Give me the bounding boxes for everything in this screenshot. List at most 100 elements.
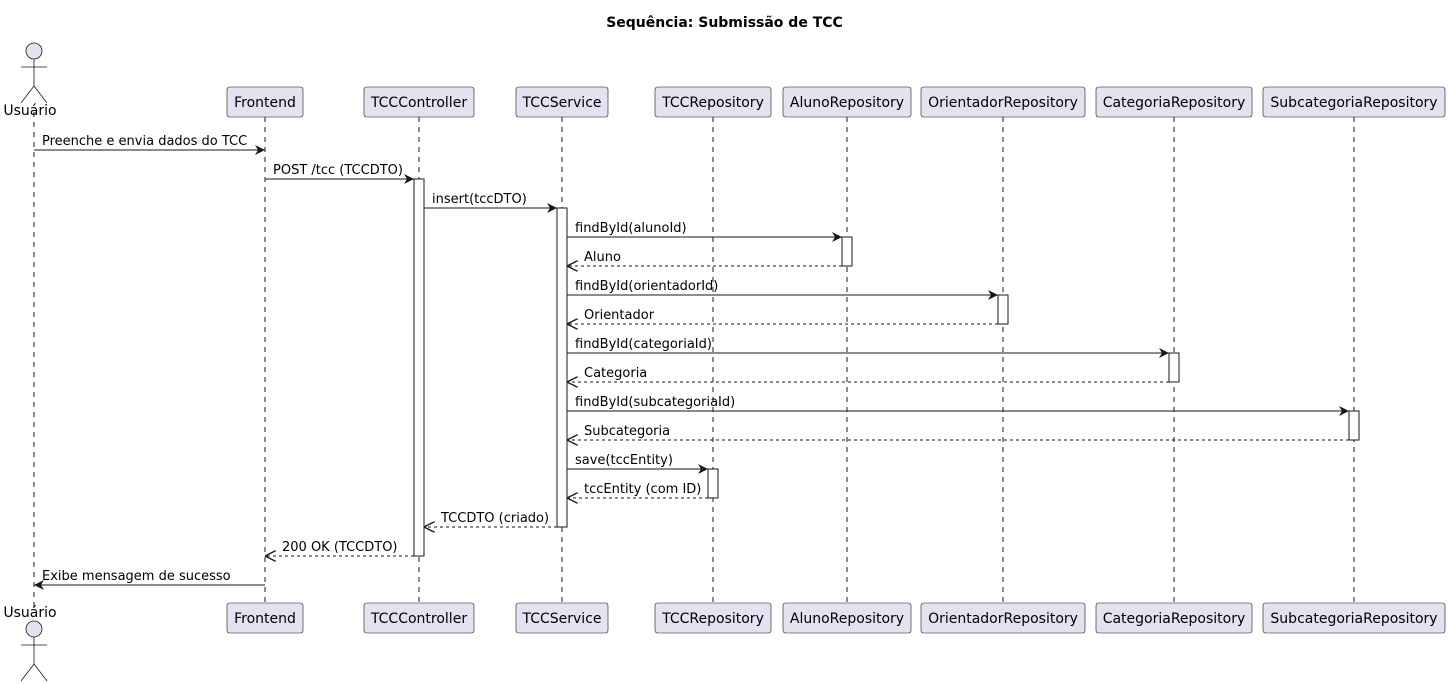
participant-orientadorrepo-bottom: OrientadorRepository	[920, 602, 1086, 634]
participant-box	[654, 86, 772, 118]
participant-controller-bottom: TCCController	[363, 602, 475, 634]
activation-categoriarepo	[1168, 352, 1180, 383]
participant-label: TCCController	[370, 95, 467, 111]
participant-service-bottom: TCCService	[515, 602, 609, 634]
participant-subcategoriarepo-top: SubcategoriaRepository	[1262, 86, 1446, 118]
participant-label: TCCService	[521, 611, 601, 627]
message-label: Aluno	[584, 250, 621, 265]
participant-feet: Frontend TCCController TCCService TCCReposi…	[3, 602, 1446, 682]
participant-label: OrientadorRepository	[928, 611, 1078, 627]
message-200-ok-tccdto: 200 OK (TCCDTO)	[265, 540, 414, 556]
actor-usuario-top: Usuário	[3, 42, 57, 119]
participant-frontend-bottom: Frontend	[226, 602, 304, 634]
message-label: Categoria	[584, 366, 647, 381]
participant-heads: Frontend TCCController TCCService TCCReposi…	[3, 42, 1446, 119]
activation-alunorepo	[841, 236, 853, 267]
message-label: POST /tcc (TCCDTO)	[273, 163, 403, 178]
participant-label: TCCController	[370, 611, 467, 627]
messages: Preenche e envia dados do TCC POST /tcc (…	[34, 134, 1349, 590]
activation-subcategoriarepo	[1348, 410, 1360, 441]
message-categoria: Categoria	[567, 366, 1169, 382]
participant-label: TCCService	[521, 95, 601, 111]
message-post-tcc-tccdto: POST /tcc (TCCDTO)	[265, 163, 414, 184]
participant-box	[782, 86, 912, 118]
message-exibe-mensagem-de-sucesso: Exibe mensagem de sucesso	[34, 569, 265, 590]
participant-box	[1095, 86, 1253, 118]
participant-tccrepo-top: TCCRepository	[654, 86, 772, 118]
actor-stick-figure-icon	[20, 620, 48, 682]
activation-controller	[413, 178, 425, 557]
participant-label: SubcategoriaRepository	[1270, 95, 1437, 111]
message-findbyid-alunoid: findById(alunoId)	[567, 221, 842, 242]
participant-label: Frontend	[234, 95, 296, 111]
participant-box	[226, 86, 304, 118]
participant-subcategoriarepo-bottom: SubcategoriaRepository	[1262, 602, 1446, 634]
participant-box	[226, 602, 304, 634]
actor-stick-figure-icon	[20, 42, 48, 104]
message-subcategoria: Subcategoria	[567, 424, 1349, 440]
message-label: 200 OK (TCCDTO)	[282, 540, 398, 555]
participant-frontend-top: Frontend	[226, 86, 304, 118]
participant-categoriarepo-top: CategoriaRepository	[1095, 86, 1253, 118]
actor-label: Usuário	[3, 605, 56, 621]
message-label: tccEntity (com ID)	[584, 482, 701, 497]
lifelines	[33, 112, 1355, 608]
activation-tccrepo	[707, 468, 719, 499]
activation-bars	[413, 178, 1360, 557]
message-aluno: Aluno	[567, 250, 842, 266]
message-preenche-e-envia-dados-do-tcc: Preenche e envia dados do TCC	[34, 134, 265, 155]
message-save-tccentity: save(tccEntity)	[567, 453, 708, 474]
message-findbyid-categoriaid: findById(categoriaId)	[567, 337, 1169, 358]
participant-alunorepo-top: AlunoRepository	[782, 86, 912, 118]
participant-box	[1095, 602, 1253, 634]
participant-orientadorrepo-top: OrientadorRepository	[920, 86, 1086, 118]
actor-label: Usuário	[3, 103, 56, 119]
message-findbyid-subcategoriaid: findById(subcategoriaId)	[567, 395, 1349, 416]
participant-box	[363, 602, 475, 634]
actor-usuario-bottom: Usuário	[3, 605, 57, 682]
participant-label: CategoriaRepository	[1103, 611, 1246, 627]
message-findbyid-orientadorid: findById(orientadorId)	[567, 279, 998, 300]
message-label: findById(categoriaId)	[575, 337, 712, 352]
participant-box	[1262, 86, 1446, 118]
participant-box	[654, 602, 772, 634]
message-label: Exibe mensagem de sucesso	[42, 569, 231, 584]
message-label: Subcategoria	[584, 424, 670, 439]
participant-label: AlunoRepository	[790, 95, 904, 111]
participant-box	[515, 602, 609, 634]
message-label: Preenche e envia dados do TCC	[42, 134, 247, 149]
participant-categoriarepo-bottom: CategoriaRepository	[1095, 602, 1253, 634]
message-tccentity-com-id: tccEntity (com ID)	[567, 482, 708, 498]
participant-label: Frontend	[234, 611, 296, 627]
participant-label: CategoriaRepository	[1103, 95, 1246, 111]
participant-box	[782, 602, 912, 634]
activation-service	[556, 207, 568, 528]
participant-label: OrientadorRepository	[928, 95, 1078, 111]
message-label: findById(alunoId)	[575, 221, 687, 236]
participant-controller-top: TCCController	[363, 86, 475, 118]
participant-alunorepo-bottom: AlunoRepository	[782, 602, 912, 634]
participant-box	[363, 86, 475, 118]
participant-tccrepo-bottom: TCCRepository	[654, 602, 772, 634]
participant-label: TCCRepository	[661, 95, 764, 111]
message-label: insert(tccDTO)	[432, 192, 527, 207]
message-label: save(tccEntity)	[575, 453, 673, 468]
message-orientador: Orientador	[567, 308, 998, 324]
participant-box	[515, 86, 609, 118]
activation-orientadorrepo	[997, 294, 1009, 325]
diagram-title: Sequência: Submissão de TCC	[606, 15, 843, 31]
participant-label: AlunoRepository	[790, 611, 904, 627]
message-label: findById(orientadorId)	[575, 279, 718, 294]
participant-label: SubcategoriaRepository	[1270, 611, 1437, 627]
participant-box	[920, 602, 1086, 634]
message-label: findById(subcategoriaId)	[575, 395, 735, 410]
participant-box	[920, 86, 1086, 118]
message-label: Orientador	[584, 308, 655, 323]
message-label: TCCDTO (criado)	[440, 511, 549, 526]
participant-service-top: TCCService	[515, 86, 609, 118]
participant-box	[1262, 602, 1446, 634]
message-insert-tccdto: insert(tccDTO)	[424, 192, 557, 213]
message-tccdto-criado: TCCDTO (criado)	[424, 511, 557, 527]
participant-label: TCCRepository	[661, 611, 764, 627]
